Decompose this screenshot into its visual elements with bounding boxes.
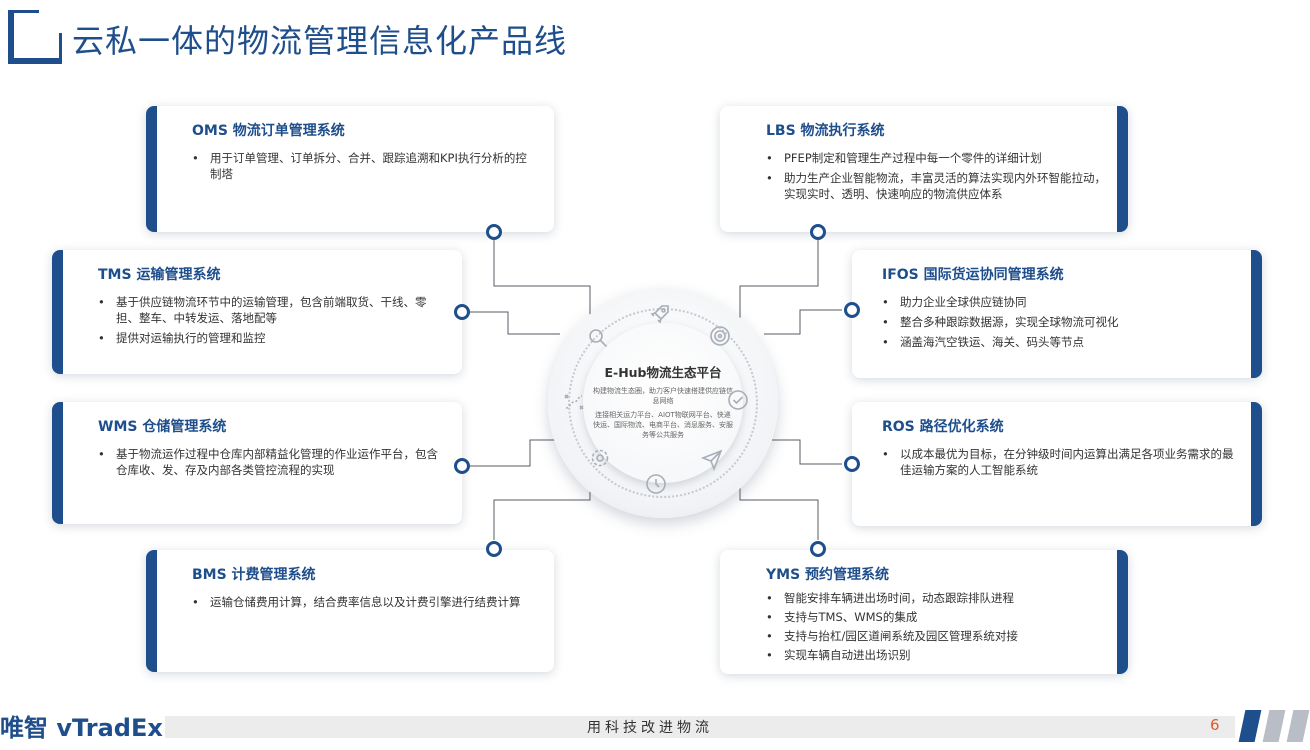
list-item: 涵盖海汽空铁运、海关、码头等节点: [882, 334, 1240, 350]
connector-node: [486, 541, 502, 557]
list-item: PFEP制定和管理生产过程中每一个零件的详细计划: [766, 150, 1106, 166]
list-item: 提供对运输执行的管理和监控: [98, 330, 440, 346]
list-item: 整合多种跟踪数据源，实现全球物流可视化: [882, 314, 1240, 330]
card-accent: [52, 402, 63, 524]
connector-node: [844, 456, 860, 472]
card-title: IFOS 国际货运协同管理系统: [882, 267, 1064, 283]
list-item: 支持与TMS、WMS的集成: [766, 609, 1106, 625]
connector-node: [844, 302, 860, 318]
card-oms: OMS 物流订单管理系统 用于订单管理、订单拆分、合并、跟踪追溯和KPI执行分析…: [146, 106, 554, 232]
card-list: 运输仓储费用计算，结合费率信息以及计费引擎进行结费计算: [192, 594, 532, 614]
list-item: 助力企业全球供应链协同: [882, 294, 1240, 310]
card-accent: [52, 250, 63, 374]
card-tms: TMS 运输管理系统 基于供应链物流环节中的运输管理，包含前端取货、干线、零担、…: [52, 250, 462, 374]
card-accent: [1117, 106, 1128, 232]
card-accent: [146, 550, 157, 672]
list-item: 基于供应链物流环节中的运输管理，包含前端取货、干线、零担、整车、中转发运、落地配…: [98, 294, 440, 326]
card-accent: [1117, 550, 1128, 674]
list-item: 支持与抬杠/园区道闸系统及园区管理系统对接: [766, 628, 1106, 644]
card-list: 用于订单管理、订单拆分、合并、跟踪追溯和KPI执行分析的控制塔: [192, 150, 532, 186]
title-bracket-icon: [8, 7, 65, 64]
list-item: 用于订单管理、订单拆分、合并、跟踪追溯和KPI执行分析的控制塔: [192, 150, 532, 182]
target-icon: [708, 324, 732, 348]
card-list: 基于供应链物流环节中的运输管理，包含前端取货、干线、零担、整车、中转发运、落地配…: [98, 294, 440, 350]
card-wms: WMS 仓储管理系统 基于物流运作过程中仓库内部精益化管理的作业运作平台，包含仓…: [52, 402, 462, 524]
card-title: LBS 物流执行系统: [766, 123, 885, 139]
card-accent: [1251, 402, 1262, 526]
list-item: 以成本最优为目标，在分钟级时间内运算出满足各项业务需求的最佳运输方案的人工智能系…: [882, 446, 1240, 478]
card-ros: ROS 路径优化系统 以成本最优为目标，在分钟级时间内运算出满足各项业务需求的最…: [852, 402, 1262, 526]
card-title: WMS 仓储管理系统: [98, 419, 227, 435]
hub-description-1: 构建物流生态圈，助力客户快速搭建供应链信息网络: [593, 387, 733, 405]
card-bms: BMS 计费管理系统 运输仓储费用计算，结合费率信息以及计费引擎进行结费计算: [146, 550, 554, 672]
card-title: YMS 预约管理系统: [766, 567, 890, 583]
list-item: 智能安排车辆进出场时间，动态跟踪排队进程: [766, 590, 1106, 606]
rocket-icon: [648, 302, 672, 326]
card-accent: [1251, 250, 1262, 378]
card-title: BMS 计费管理系统: [192, 567, 316, 583]
card-list: 以成本最优为目标，在分钟级时间内运算出满足各项业务需求的最佳运输方案的人工智能系…: [882, 446, 1240, 482]
card-ifos: IFOS 国际货运协同管理系统 助力企业全球供应链协同 整合多种跟踪数据源，实现…: [852, 250, 1262, 378]
footer-slogan: 用科技改进物流: [587, 720, 713, 736]
connector-node: [810, 224, 826, 240]
card-accent: [146, 106, 157, 232]
list-item: 助力生产企业智能物流，丰富灵活的算法实现内外环智能拉动，实现实时、透明、快速响应…: [766, 170, 1106, 202]
list-item: 运输仓储费用计算，结合费率信息以及计费引擎进行结费计算: [192, 594, 532, 610]
hub-title: E-Hub物流生态平台: [604, 365, 722, 380]
page-title: 云私一体的物流管理信息化产品线: [72, 22, 568, 60]
gear-icon: [588, 446, 612, 470]
hub-description-2: 连接相关运力平台、AIOT物联网平台、快递快运、国际物流、电商平台、消息服务、安…: [593, 411, 733, 439]
clock-icon: [644, 472, 668, 496]
card-title: TMS 运输管理系统: [98, 267, 221, 283]
card-list: PFEP制定和管理生产过程中每一个零件的详细计划 助力生产企业智能物流，丰富灵活…: [766, 150, 1106, 206]
connector-node: [454, 458, 470, 474]
card-list: 助力企业全球供应链协同 整合多种跟踪数据源，实现全球物流可视化 涵盖海汽空铁运、…: [882, 294, 1240, 354]
card-list: 基于物流运作过程中仓库内部精益化管理的作业运作平台，包含仓库收、发、存及内部各类…: [98, 446, 440, 482]
check-icon: [726, 388, 750, 412]
footer-bar: [165, 716, 1235, 738]
connector-node: [486, 224, 502, 240]
connector-node: [810, 541, 826, 557]
search-icon: [586, 326, 610, 350]
route-icon: [562, 390, 586, 414]
card-lbs: LBS 物流执行系统 PFEP制定和管理生产过程中每一个零件的详细计划 助力生产…: [720, 106, 1128, 232]
card-list: 智能安排车辆进出场时间，动态跟踪排队进程 支持与TMS、WMS的集成 支持与抬杠…: [766, 590, 1106, 666]
connector-node: [454, 304, 470, 320]
list-item: 实现车辆自动进出场识别: [766, 647, 1106, 663]
card-title: ROS 路径优化系统: [882, 419, 1004, 435]
card-yms: YMS 预约管理系统 智能安排车辆进出场时间，动态跟踪排队进程 支持与TMS、W…: [720, 550, 1128, 674]
list-item: 基于物流运作过程中仓库内部精益化管理的作业运作平台，包含仓库收、发、存及内部各类…: [98, 446, 440, 478]
card-title: OMS 物流订单管理系统: [192, 123, 345, 139]
company-logo: 唯智 vTradEx: [0, 714, 163, 742]
send-icon: [700, 448, 724, 472]
page-number: 6: [1210, 716, 1220, 734]
